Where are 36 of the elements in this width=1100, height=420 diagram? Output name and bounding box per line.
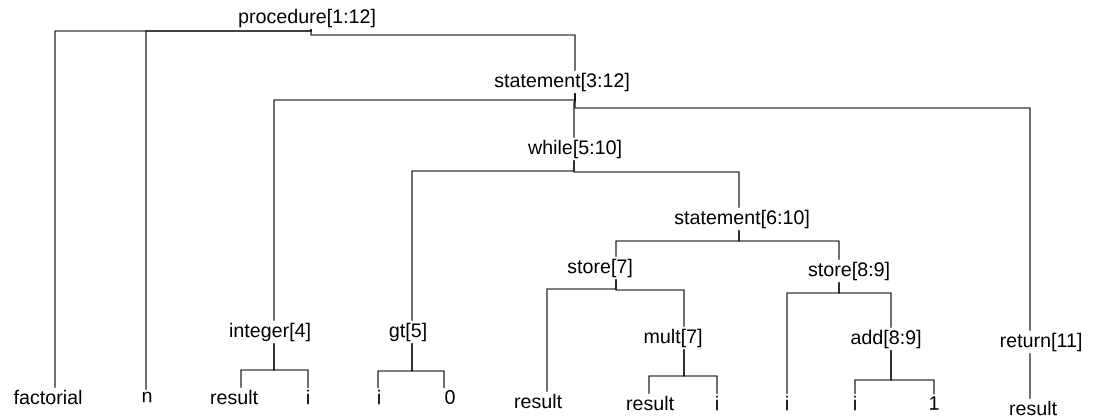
- tree-node-label: store[7]: [567, 258, 632, 278]
- tree-node-label: factorial: [13, 389, 82, 405]
- tree-branch-line: [838, 281, 892, 329]
- tree-node-label: i: [716, 395, 718, 411]
- tree-node-label: n: [142, 391, 152, 403]
- tree-node-label: add[8:9]: [851, 329, 921, 349]
- tree-node-label: i: [786, 395, 788, 411]
- tree-branch-line: [273, 342, 309, 389]
- tree-node-label: 0: [445, 390, 455, 404]
- tree-node-label: i: [378, 389, 380, 405]
- tree-node-label: integer[4]: [230, 322, 310, 342]
- tree-node-label: result: [211, 389, 258, 405]
- tree-branch-line: [310, 28, 576, 72]
- tree-node-label: gt[5]: [389, 322, 426, 342]
- tree-node-label: i: [854, 395, 856, 411]
- tree-node-label: statement[3:12]: [494, 72, 629, 92]
- tree-node-label: 1: [930, 396, 939, 410]
- tree-node-label: result: [627, 395, 674, 411]
- tree-node-label: result: [1010, 400, 1057, 416]
- tree-branch-line: [145, 28, 312, 391]
- tree-branch-line: [411, 342, 445, 389]
- tree-branch-line: [738, 229, 840, 261]
- tree-node-label: statement[6:10]: [674, 209, 809, 229]
- tree-node-label: procedure[1:12]: [239, 8, 375, 28]
- tree-node-label: while[5:10]: [527, 139, 621, 159]
- tree-node-label: return[11]: [1000, 332, 1081, 352]
- tree-node-label: i: [307, 389, 309, 405]
- tree-branch-line: [615, 278, 685, 328]
- tree-node-label: mult[7]: [644, 328, 702, 348]
- tree-branch-line: [574, 92, 1031, 332]
- tree-branch-line: [1029, 352, 1031, 400]
- tree-node-label: store[8:9]: [808, 261, 889, 281]
- tree-node-label: result: [515, 393, 562, 409]
- tree-branch-line: [573, 159, 740, 209]
- tree-branch-line: [890, 349, 935, 395]
- tree-branch-line: [683, 348, 718, 395]
